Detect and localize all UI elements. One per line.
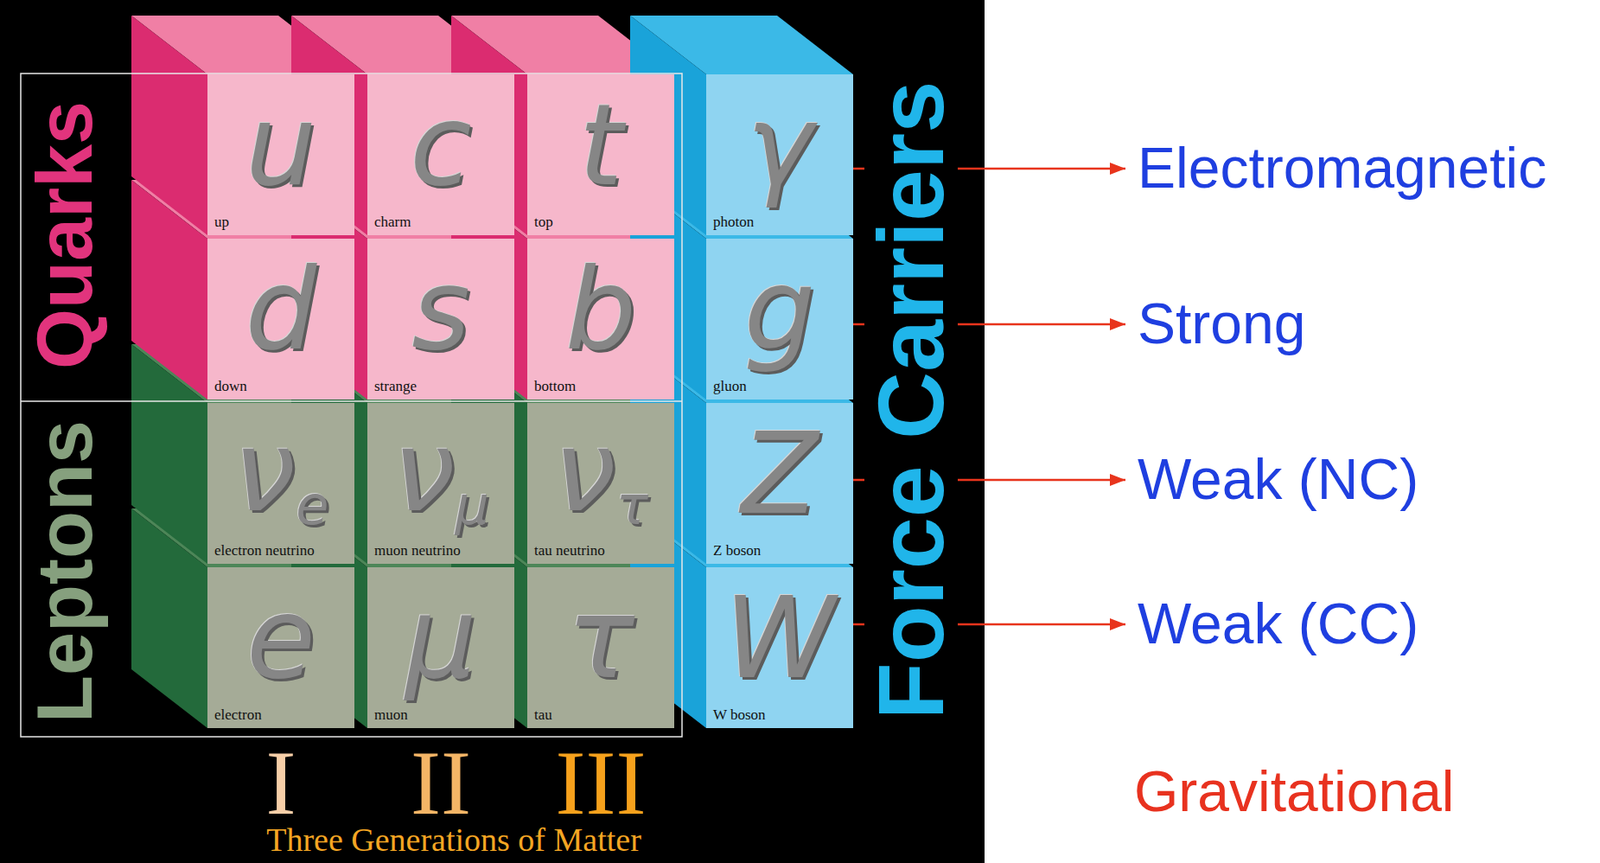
particle-symbol: g (744, 253, 816, 366)
symbol-holder: τ (527, 570, 675, 706)
force-label: Weak (CC) (1134, 591, 1422, 657)
force-label: Electromagnetic (1134, 135, 1550, 202)
cube-side-face (131, 508, 208, 728)
particle-cube: g gluon (706, 238, 854, 400)
particle-name: gluon (713, 378, 747, 396)
particle-name: photon (713, 214, 754, 231)
particle-symbol: c (409, 89, 472, 202)
particle-name: up (214, 214, 230, 231)
force-label: Gravitational (1134, 762, 1455, 820)
particle-cube: c charm (367, 74, 515, 236)
symbol-holder: c (367, 77, 515, 213)
particle-name: bottom (534, 378, 576, 396)
symbol-holder: νμ (367, 406, 515, 542)
symbol-holder: t (527, 77, 675, 213)
particle-cube: μ muon (367, 567, 515, 728)
force-label: Weak (NC) (1134, 446, 1422, 513)
particle-name: top (534, 214, 554, 231)
cube-tops (131, 15, 854, 568)
symbol-holder: ντ (527, 406, 675, 542)
group-frame (20, 73, 683, 737)
particle-cube: γ photon (706, 74, 854, 236)
particle-cube: W W boson (706, 567, 854, 728)
particle-name: charm (374, 214, 411, 231)
particle-cube: νe electron neutrino (207, 402, 355, 564)
particle-name: tau (534, 707, 553, 724)
group-label: Force Carriers (864, 76, 958, 725)
particle-symbol: νe (233, 414, 330, 533)
particle-cube: Z Z boson (706, 402, 854, 564)
group-label: Leptons (25, 420, 104, 723)
particle-symbol: Z (740, 417, 818, 530)
particle-cube: b bottom (527, 238, 675, 400)
particle-symbol: νμ (392, 414, 490, 533)
symbol-holder: νe (207, 406, 355, 542)
particle-symbol: e (246, 581, 316, 695)
particle-cube: ντ tau neutrino (527, 402, 675, 564)
particle-symbol: s (411, 253, 471, 366)
particle-name: Z boson (713, 542, 761, 560)
particle-cube: νμ muon neutrino (367, 402, 515, 564)
force-label: Strong (1134, 291, 1309, 357)
particle-symbol: b (565, 253, 638, 366)
particle-symbol: W (724, 581, 836, 695)
particle-cube: d down (207, 238, 355, 400)
symbol-holder: s (367, 242, 515, 377)
particle-name: muon neutrino (374, 542, 461, 560)
particle-name: tau neutrino (534, 542, 606, 560)
group-label: Quarks (25, 101, 104, 370)
particle-cube: uup (207, 74, 355, 236)
particle-symbol: μ (405, 581, 478, 695)
particle-name: W boson (713, 707, 766, 724)
frame-outline (20, 73, 683, 737)
particle-cube: t top (527, 74, 675, 236)
particle-name: electron (214, 707, 262, 724)
symbol-holder: μ (367, 570, 515, 706)
symbol-holder: d (207, 242, 355, 377)
force-name: Electromagnetic (1137, 135, 1547, 202)
symbol-holder: g (706, 242, 854, 377)
particle-name: muon (374, 707, 408, 724)
particle-symbol: ντ (553, 414, 649, 533)
particle-name: strange (374, 378, 417, 396)
particle-cube: s strange (367, 238, 515, 400)
particle-name: down (214, 378, 248, 396)
black-panel (0, 0, 985, 863)
symbol-holder: γ (706, 77, 854, 213)
symbol-holder: Z (706, 406, 854, 542)
particle-cube: e electron (207, 567, 355, 728)
force-name: Strong (1137, 291, 1306, 357)
generation-numeral: II (410, 737, 472, 829)
particle-name: electron neutrino (214, 542, 315, 560)
particle-symbol: γ (746, 89, 814, 202)
generation-caption: Three Generations of Matter (266, 822, 642, 856)
generation-numeral: I (266, 737, 297, 829)
cube-sides (131, 15, 707, 728)
force-name: Weak (CC) (1137, 591, 1419, 657)
particle-symbol: τ (567, 581, 635, 695)
generation-numeral: III (555, 737, 647, 829)
particle-symbol: d (245, 253, 318, 366)
symbol-holder: b (527, 242, 675, 377)
symbol-holder: u (207, 77, 355, 213)
particle-cube: τtau (527, 567, 675, 728)
particle-symbol: t (579, 89, 624, 202)
force-name: Weak (NC) (1137, 446, 1419, 513)
symbol-holder: e (207, 570, 355, 706)
frame-divider (20, 400, 683, 402)
symbol-holder: W (706, 570, 854, 706)
particle-symbol: u (245, 89, 317, 202)
